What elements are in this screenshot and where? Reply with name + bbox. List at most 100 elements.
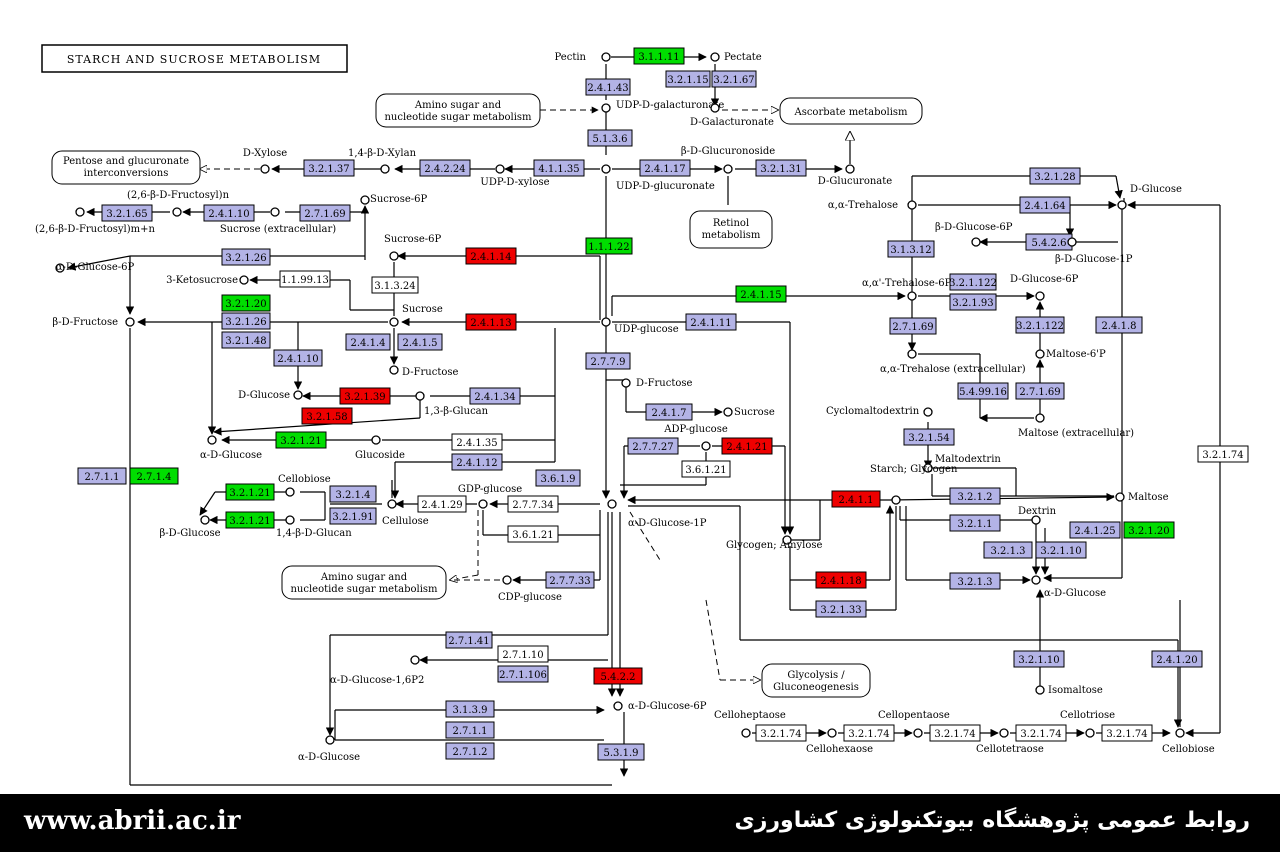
enzyme-box[interactable]: 2.7.1.69 [1015, 382, 1065, 400]
compound-node[interactable]: Maltodextrin [923, 454, 1001, 473]
compound-node[interactable]: β-D-Glucose-1P [1055, 237, 1133, 265]
enzyme-box[interactable]: 3.2.1.21 [225, 483, 275, 501]
enzyme-box[interactable]: 3.2.1.122 [949, 273, 997, 291]
compound-node[interactable]: Cellobiose [1162, 728, 1215, 755]
enzyme-box[interactable]: 2.4.1.14 [465, 247, 517, 265]
compound-node[interactable]: α-D-Glucose-6P [613, 701, 707, 712]
enzyme-box[interactable]: 3.2.1.3 [983, 541, 1033, 559]
compound-node[interactable]: β-D-Glucuronoside [681, 146, 775, 174]
enzyme-box[interactable]: 3.2.1.2 [949, 487, 1001, 505]
enzyme-box[interactable]: 3.2.1.74 [1101, 724, 1153, 742]
compound-node[interactable]: α-D-Glucose [1031, 575, 1106, 599]
compound-node[interactable]: D-Glucose-6P [1010, 274, 1079, 301]
compound-node[interactable]: D-Xylose [243, 148, 287, 174]
compound-node[interactable]: (2,6-β-D-Fructosyl)m+n [35, 207, 156, 235]
pathway-links[interactable]: Amino sugar and nucleotide sugar metabol… [51, 93, 923, 698]
compound-node[interactable]: Cellohexaose [806, 728, 873, 755]
enzyme-box[interactable]: 2.4.1.25 [1069, 521, 1121, 539]
compound-node[interactable]: D-Glucuronate [818, 164, 892, 187]
enzyme-box[interactable]: 3.2.1.37 [303, 159, 355, 177]
compound-node[interactable]: UDP-D-galacturonate [601, 100, 724, 113]
compound-node[interactable]: β-D-Glucose-6P [935, 222, 1013, 247]
enzyme-box[interactable]: 3.2.1.21 [225, 511, 275, 529]
enzyme-box[interactable]: 2.4.1.5 [397, 333, 443, 351]
compound-node[interactable]: Cellobiose [278, 474, 331, 497]
compound-node[interactable]: Dextrin [1018, 506, 1057, 525]
enzyme-box[interactable]: 5.3.1.9 [597, 743, 645, 761]
enzyme-box[interactable]: 3.2.1.91 [329, 507, 377, 525]
compound-node[interactable]: (2,6-β-D-Fructosyl)n [127, 190, 230, 217]
enzyme-box[interactable]: 3.2.1.33 [815, 600, 867, 618]
enzyme-box[interactable]: 3.2.1.122 [1015, 316, 1065, 334]
compound-node[interactable]: β-D-Glucose [159, 515, 221, 539]
compound-node[interactable]: Cellopentaose [878, 710, 950, 738]
enzyme-box[interactable]: 2.4.1.10 [203, 204, 255, 222]
compound-node[interactable]: 1,4-β-D-Glucan [276, 515, 352, 539]
enzyme-box[interactable]: 2.4.1.11 [685, 313, 737, 331]
enzyme-box[interactable]: 3.2.1.65 [101, 204, 153, 222]
enzyme-box[interactable]: 3.2.1.10 [1013, 650, 1065, 668]
compound-node[interactable]: D-Fructose [621, 378, 693, 389]
enzyme-box[interactable]: 2.7.1.69 [299, 204, 351, 222]
enzyme-box[interactable]: 2.7.1.106 [497, 665, 549, 683]
compound-node[interactable]: α-D-Glucose-1P [607, 499, 707, 529]
enzyme-box[interactable]: 3.2.1.10 [1035, 541, 1087, 559]
enzyme-box[interactable]: 2.4.1.29 [417, 495, 467, 513]
compound-node[interactable]: Cellulose [382, 499, 429, 527]
enzyme-box[interactable]: 3.2.1.74 [929, 724, 981, 742]
compound-node[interactable]: Cyclomaltodextrin [826, 406, 933, 417]
enzyme-box[interactable]: 3.2.1.3 [949, 572, 1001, 590]
map-link-amino-sugar-1[interactable]: Amino sugar and nucleotide sugar metabol… [375, 93, 541, 128]
enzyme-box[interactable]: 3.2.1.67 [711, 70, 757, 88]
compound-node[interactable]: 1,4-β-D-Xylan [348, 148, 417, 174]
website-url[interactable]: www.abrii.ac.ir [24, 806, 241, 836]
enzyme-box[interactable]: 2.7.1.1 [445, 721, 495, 739]
enzyme-box[interactable]: 3.2.1.93 [949, 293, 997, 311]
enzyme-box[interactable]: 3.2.1.26 [221, 248, 271, 266]
enzyme-box[interactable]: 2.4.2.24 [419, 159, 471, 177]
compound-node[interactable]: 3-Ketosucrose [166, 275, 249, 286]
enzyme-box[interactable]: 1.1.99.13 [279, 270, 331, 288]
enzyme-box[interactable]: 5.4.99.16 [957, 382, 1009, 400]
compound-node[interactable]: Sucrose [389, 304, 443, 327]
compound-node[interactable]: Cellotriose [1060, 710, 1115, 738]
map-link-ascorbate[interactable]: Ascorbate metabolism [779, 97, 923, 125]
enzyme-box[interactable]: 3.2.1.15 [665, 70, 711, 88]
compound-node[interactable]: α,α-Trehalose (extracellular) [880, 349, 1026, 375]
enzyme-box[interactable]: 2.4.1.4 [345, 333, 391, 351]
enzyme-box[interactable]: 3.1.1.11 [633, 47, 685, 65]
enzyme-box[interactable]: 5.4.2.6 [1025, 233, 1073, 251]
compound-node[interactable]: D-Glucose [1117, 184, 1182, 210]
enzyme-box[interactable]: 2.7.7.34 [507, 495, 559, 513]
enzyme-box[interactable]: 2.4.1.15 [735, 285, 787, 303]
map-link-retinol[interactable]: Retinol metabolism [689, 210, 773, 249]
compound-node[interactable]: Glucoside [355, 435, 405, 461]
enzyme-box[interactable]: 3.1.3.24 [371, 276, 419, 294]
enzyme-box[interactable]: 3.2.1.74 [843, 724, 895, 742]
compound-node[interactable]: ADP-glucose [663, 424, 728, 451]
enzyme-box[interactable]: 2.7.1.1 [77, 467, 127, 485]
compound-node[interactable]: Pectate [710, 52, 762, 63]
enzyme-box[interactable]: 2.4.1.1 [831, 490, 881, 508]
enzyme-box[interactable]: 3.2.1.1 [949, 514, 1001, 532]
compound-node[interactable]: α-D-Glucose-6P [55, 262, 135, 273]
compound-node[interactable]: 1,3-β-Glucan [415, 391, 489, 417]
enzyme-box[interactable]: 3.2.1.31 [755, 159, 807, 177]
enzyme-box[interactable]: 3.2.1.74 [1015, 724, 1067, 742]
compound-node[interactable]: α-D-Glucose [298, 735, 360, 763]
map-link-glycolysis[interactable]: Glycolysis / Gluconeogenesis [761, 663, 871, 698]
enzyme-box[interactable]: 2.4.1.12 [451, 453, 503, 471]
compound-node[interactable]: D-Fructose [389, 365, 459, 378]
enzyme-box[interactable]: 2.7.1.4 [129, 467, 179, 485]
map-link-pentose[interactable]: Pentose and glucuronate interconversions [51, 150, 201, 185]
compound-node[interactable]: UDP-D-glucuronate [601, 164, 715, 192]
compound-node[interactable]: Pectin [555, 52, 611, 63]
enzyme-box[interactable]: 3.1.3.9 [445, 700, 495, 718]
enzyme-box[interactable]: 3.1.3.12 [887, 240, 935, 258]
compound-node[interactable]: Sucrose-6P [384, 234, 441, 261]
enzyme-box[interactable]: 3.2.1.28 [1029, 167, 1081, 185]
compound-node[interactable]: Sucrose-6P [360, 194, 427, 205]
enzyme-box[interactable]: 3.2.1.74 [1197, 445, 1249, 463]
enzyme-box[interactable]: 2.7.7.33 [545, 571, 595, 589]
compound-node[interactable]: Sucrose (extracellular) [220, 207, 336, 235]
